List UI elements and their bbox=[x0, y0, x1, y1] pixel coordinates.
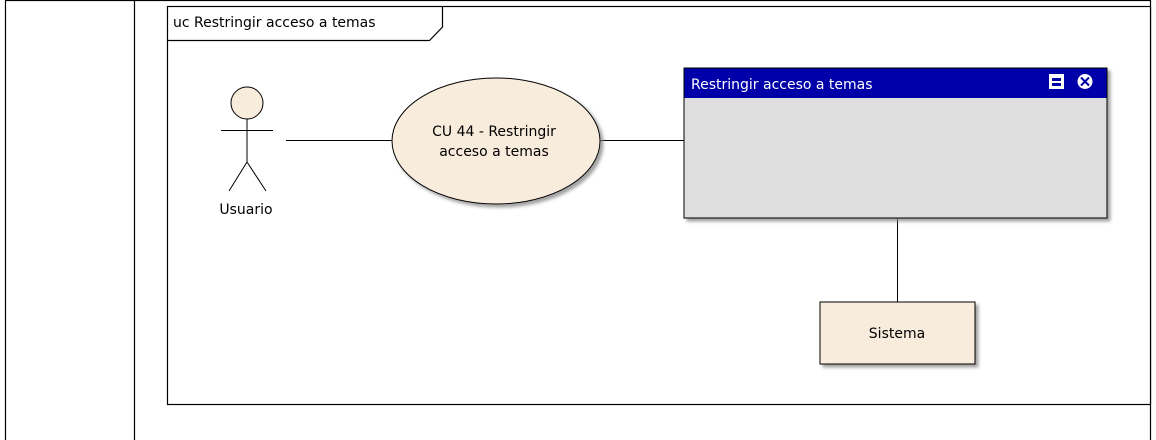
maximize-icon[interactable] bbox=[1049, 74, 1064, 89]
frame-title: uc Restringir acceso a temas bbox=[173, 15, 376, 31]
window-restringir[interactable]: Restringir acceso a temas bbox=[683, 67, 1108, 219]
use-case-cu44[interactable]: CU 44 - Restringir acceso a temas bbox=[391, 77, 601, 205]
actor-stick-figure-icon bbox=[221, 86, 273, 192]
actor-usuario[interactable]: Usuario bbox=[219, 86, 273, 218]
use-case-label-line1: CU 44 - Restringir bbox=[432, 124, 556, 140]
system-box[interactable]: Sistema bbox=[819, 301, 976, 365]
system-label: Sistema bbox=[869, 326, 925, 342]
window-titlebar bbox=[684, 68, 1107, 98]
window-title: Restringir acceso a temas bbox=[691, 77, 873, 93]
close-icon[interactable] bbox=[1077, 74, 1093, 89]
actor-label: Usuario bbox=[219, 202, 272, 218]
frame-title-tab bbox=[167, 6, 444, 42]
connectors bbox=[286, 140, 898, 302]
use-case-ellipse bbox=[391, 77, 601, 205]
use-case-label-line2: acceso a temas bbox=[439, 144, 549, 160]
